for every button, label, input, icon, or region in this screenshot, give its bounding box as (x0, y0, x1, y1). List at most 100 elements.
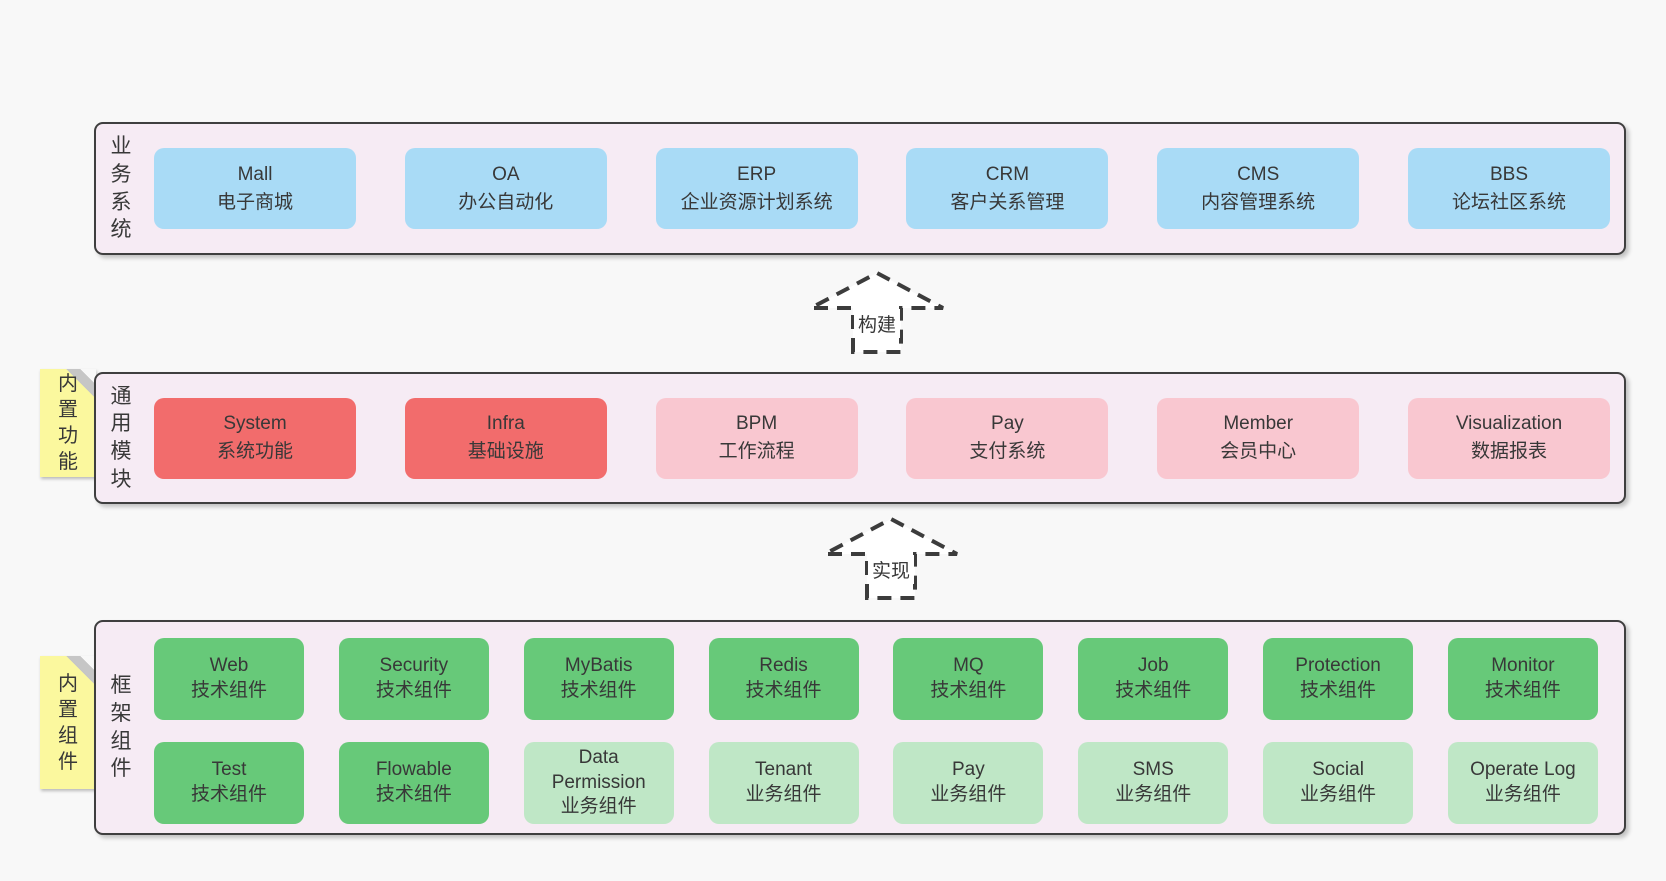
common-module-box: Visualization 数据报表 (1407, 397, 1610, 479)
framework-component-box-title: Web (209, 655, 249, 677)
framework-component-box-subtitle: 技术组件 (930, 680, 1007, 701)
framework-component-box: MyBatis 技术组件 (523, 638, 674, 720)
builtin-features-sticky-label: 内置功能 (58, 373, 78, 473)
common-module-box-title: System (223, 413, 287, 435)
common-module-box-subtitle: 基础设施 (467, 441, 544, 462)
build-arrow-label: 构建 (853, 309, 901, 338)
framework-component-box: Web 技术组件 (154, 638, 304, 720)
framework-component-box-title: Security (379, 655, 449, 677)
common-module-box: Member 会员中心 (1157, 397, 1360, 479)
framework-component-box: Monitor 技术组件 (1447, 638, 1598, 720)
framework-component-box-subtitle: 业务组件 (930, 784, 1007, 805)
framework-component-box-title: Pay (952, 759, 985, 781)
business-systems-label: 业务系统 (110, 135, 132, 242)
builtin-components-sticky-note: 内置组件 (40, 656, 96, 789)
framework-component-box-title: Test (211, 759, 247, 781)
common-module-box: Pay 支付系统 (906, 397, 1109, 479)
business-system-box-subtitle: 办公自动化 (458, 191, 554, 213)
framework-component-box-title: Tenant (755, 759, 813, 781)
common-modules-row: System 系统功能 Infra 基础设施 BPM 工作流程 Pay 支付系统 Member 会… (96, 374, 1624, 502)
framework-component-box: Redis 技术组件 (708, 638, 859, 720)
business-system-box-title: OA (492, 163, 520, 185)
builtin-components-sticky-label: 内置组件 (58, 672, 78, 773)
business-system-box-subtitle: 客户关系管理 (950, 191, 1065, 213)
common-module-box-title: Member (1223, 413, 1294, 435)
framework-component-box: Pay 业务组件 (893, 742, 1044, 824)
framework-component-box-subtitle: 技术组件 (375, 784, 452, 805)
business-system-box: OA 办公自动化 (404, 148, 607, 229)
framework-component-box-subtitle: 技术组件 (1115, 680, 1192, 701)
common-modules-panel: 通用模块 System 系统功能 Infra 基础设施 BPM 工作流程 Pay 支付系统 Me… (94, 372, 1626, 504)
business-system-box-title: CMS (1237, 163, 1280, 185)
business-system-box: ERP 企业资源计划系统 (655, 148, 858, 229)
business-system-box-title: ERP (737, 163, 777, 185)
common-module-box-subtitle: 数据报表 (1470, 441, 1547, 462)
common-modules-label: 通用模块 (110, 384, 132, 491)
framework-component-box: Job 技术组件 (1078, 638, 1229, 720)
framework-component-box-subtitle: 技术组件 (375, 680, 452, 701)
common-module-box: BPM 工作流程 (655, 397, 858, 479)
business-system-box-subtitle: 论坛社区系统 (1451, 191, 1566, 213)
framework-component-box: Social 业务组件 (1263, 742, 1414, 824)
common-module-box-title: Pay (991, 413, 1024, 435)
common-module-box-subtitle: 工作流程 (718, 441, 795, 462)
framework-component-box-subtitle: 技术组件 (560, 680, 637, 701)
business-system-box-subtitle: 内容管理系统 (1201, 191, 1316, 213)
framework-component-box: Test 技术组件 (154, 742, 304, 824)
common-module-box-title: Visualization (1455, 413, 1563, 435)
common-module-box-subtitle: 支付系统 (969, 441, 1046, 462)
framework-component-box-subtitle: 业务组件 (1300, 784, 1377, 805)
framework-component-box: Data Permission 业务组件 (523, 742, 674, 824)
framework-component-box-subtitle: 业务组件 (1484, 784, 1561, 805)
framework-components-label: 框架组件 (110, 674, 132, 781)
common-module-box-subtitle: 会员中心 (1220, 441, 1297, 462)
framework-component-box-subtitle: 业务组件 (560, 796, 637, 818)
business-system-box-title: Mall (237, 163, 273, 185)
implement-arrow: 实现 (820, 514, 962, 600)
common-module-box: Infra 基础设施 (404, 397, 607, 479)
business-systems-panel: 业务系统 Mall 电子商城 OA 办公自动化 ERP 企业资源计划系统 CRM 客户关系管理… (94, 122, 1626, 255)
framework-component-box: Operate Log 业务组件 (1447, 742, 1598, 824)
implement-arrow-label: 实现 (867, 555, 915, 584)
common-module-box-subtitle: 系统功能 (216, 441, 293, 462)
framework-component-box-subtitle: 技术组件 (745, 680, 822, 701)
framework-component-box-title: Operate Log (1470, 759, 1576, 781)
framework-component-box-title: MyBatis (564, 655, 633, 677)
framework-component-box-subtitle: 技术组件 (190, 784, 267, 805)
framework-component-box: Security 技术组件 (338, 638, 489, 720)
framework-component-box-subtitle: 业务组件 (745, 784, 822, 805)
business-system-box: CRM 客户关系管理 (906, 148, 1109, 229)
common-module-box-title: BPM (736, 413, 778, 435)
business-system-box-subtitle: 电子商城 (216, 191, 293, 213)
builtin-features-sticky-note: 内置功能 (40, 369, 96, 477)
business-system-box-subtitle: 企业资源计划系统 (680, 191, 833, 213)
framework-component-box-title: Data Permission (551, 746, 646, 793)
framework-component-box-title: Monitor (1491, 655, 1555, 677)
business-systems-row: Mall 电子商城 OA 办公自动化 ERP 企业资源计划系统 CRM 客户关系管理 CMS 内容… (96, 124, 1624, 253)
framework-component-box-subtitle: 技术组件 (190, 680, 267, 701)
business-system-box-title: CRM (985, 163, 1030, 185)
build-arrow: 构建 (806, 268, 948, 354)
business-system-box: CMS 内容管理系统 (1157, 148, 1360, 229)
framework-component-box: Tenant 业务组件 (708, 742, 859, 824)
framework-component-box-subtitle: 技术组件 (1300, 680, 1377, 701)
business-system-box: Mall 电子商城 (154, 148, 356, 229)
framework-component-box-title: Redis (759, 655, 808, 677)
framework-component-box-title: Social (1312, 759, 1364, 781)
framework-component-box-subtitle: 技术组件 (1484, 680, 1561, 701)
framework-component-box-title: MQ (953, 655, 984, 677)
framework-component-box-title: Job (1137, 655, 1169, 677)
framework-component-box-title: Flowable (375, 759, 452, 781)
common-module-box-title: Infra (486, 413, 525, 435)
framework-component-box-title: SMS (1132, 759, 1174, 781)
common-module-box: System 系统功能 (154, 397, 356, 479)
framework-component-box: Flowable 技术组件 (338, 742, 489, 824)
